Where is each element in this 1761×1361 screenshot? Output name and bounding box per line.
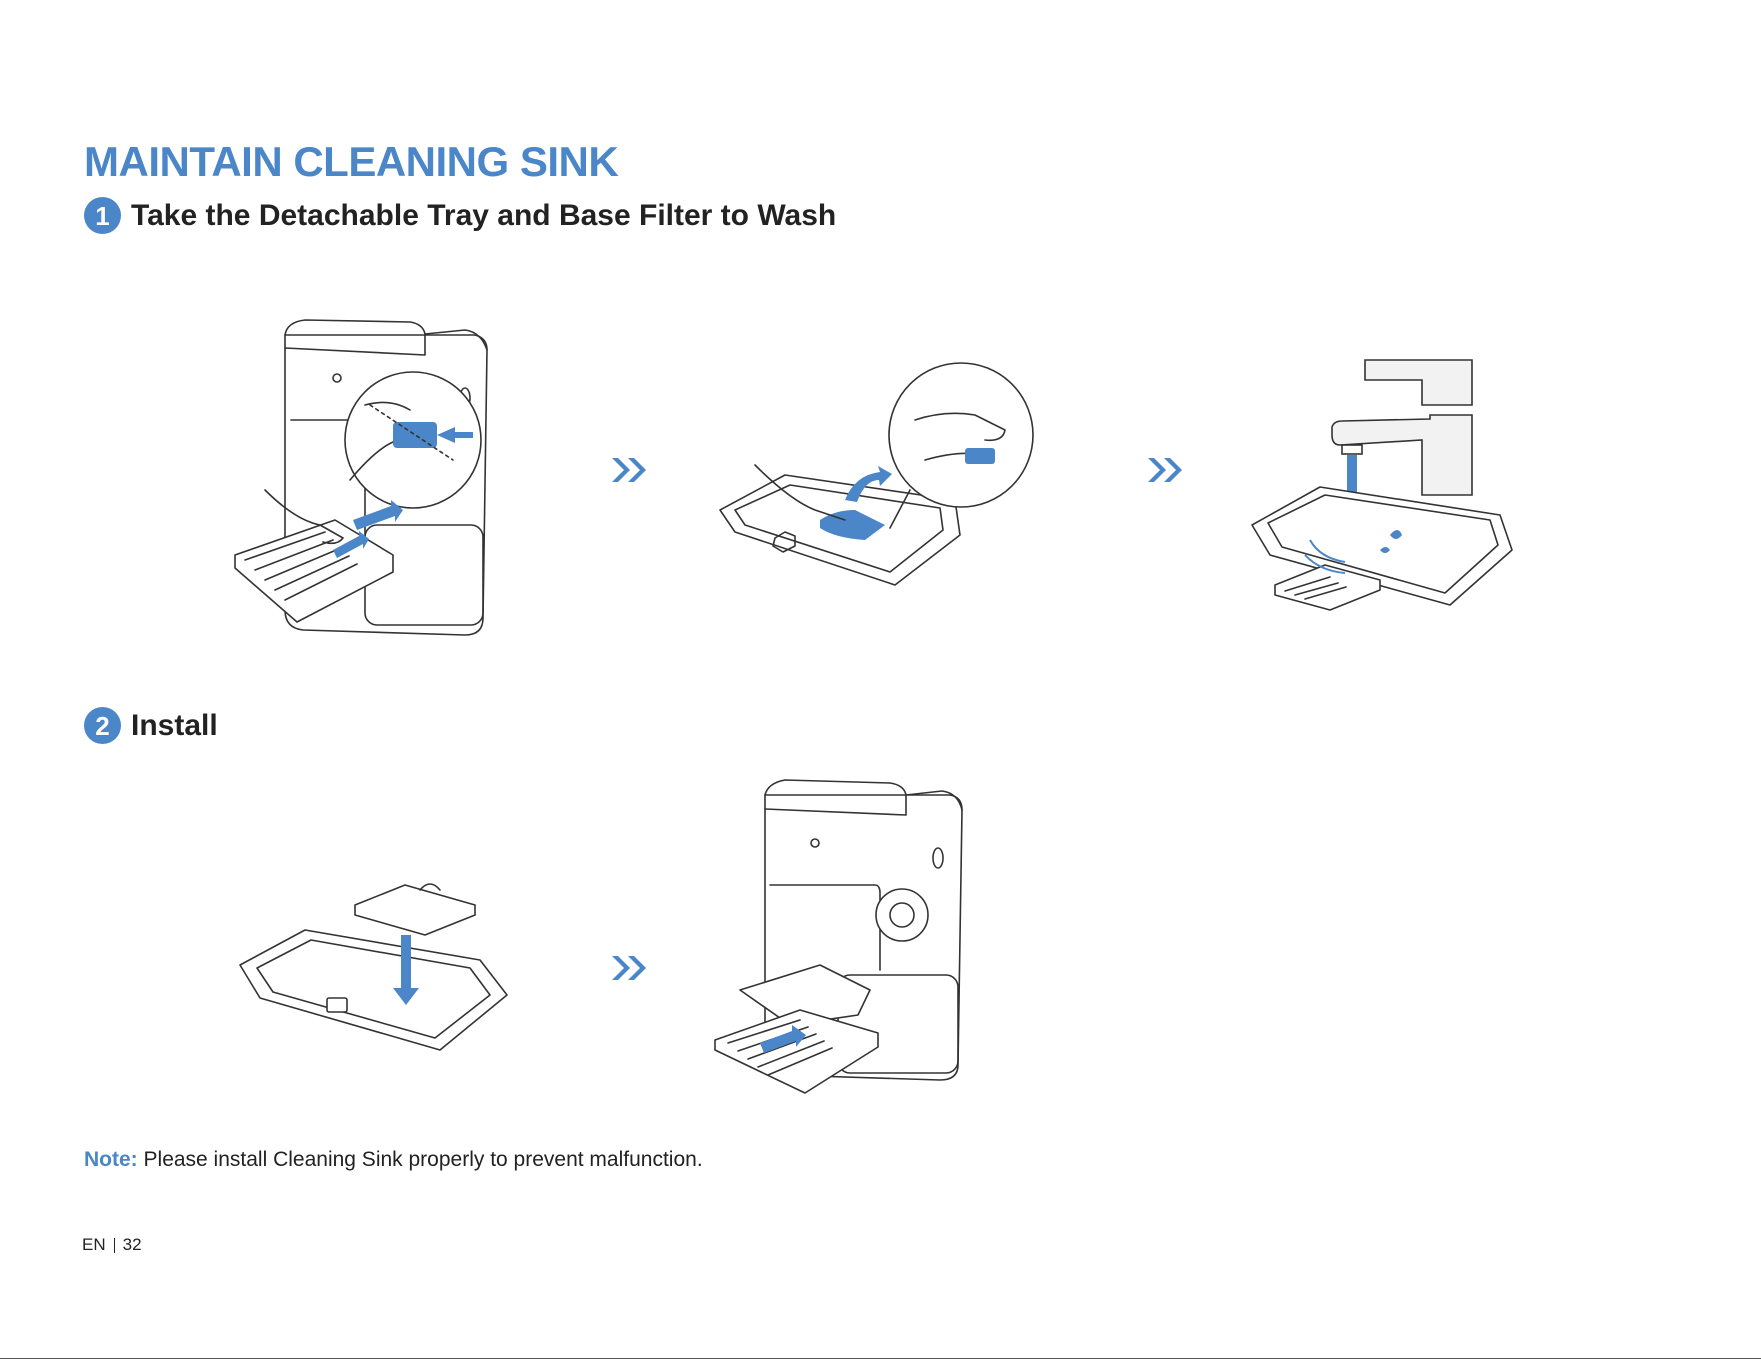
illustration-insert-filter — [235, 880, 525, 1060]
step-1-label: Take the Detachable Tray and Base Filter… — [131, 199, 836, 233]
note-label: Note: — [84, 1148, 138, 1171]
chevron-right-double-icon — [610, 455, 652, 485]
chevron-right-double-icon — [610, 953, 652, 983]
step-2-heading: 2 Install — [84, 707, 218, 744]
footer-language: EN — [82, 1235, 106, 1255]
footer-separator — [114, 1238, 115, 1253]
chevron-right-double-icon — [1146, 455, 1188, 485]
illustration-wash-under-faucet — [1250, 355, 1530, 615]
illustration-slide-tray-in — [710, 775, 1020, 1095]
step-1-number-badge: 1 — [84, 197, 121, 234]
illustration-remove-tray — [225, 310, 545, 640]
bottom-rule — [0, 1358, 1761, 1359]
step-2-label: Install — [131, 709, 218, 743]
step-1-heading: 1 Take the Detachable Tray and Base Filt… — [84, 197, 836, 234]
step-2-number-badge: 2 — [84, 707, 121, 744]
page-footer: EN 32 — [82, 1235, 142, 1255]
footer-page-number: 32 — [123, 1235, 142, 1255]
page-title: MAINTAIN CLEANING SINK — [84, 138, 618, 186]
note-text: Please install Cleaning Sink properly to… — [144, 1148, 703, 1171]
illustration-lift-filter — [715, 360, 1045, 590]
note: Note: Please install Cleaning Sink prope… — [84, 1148, 703, 1172]
